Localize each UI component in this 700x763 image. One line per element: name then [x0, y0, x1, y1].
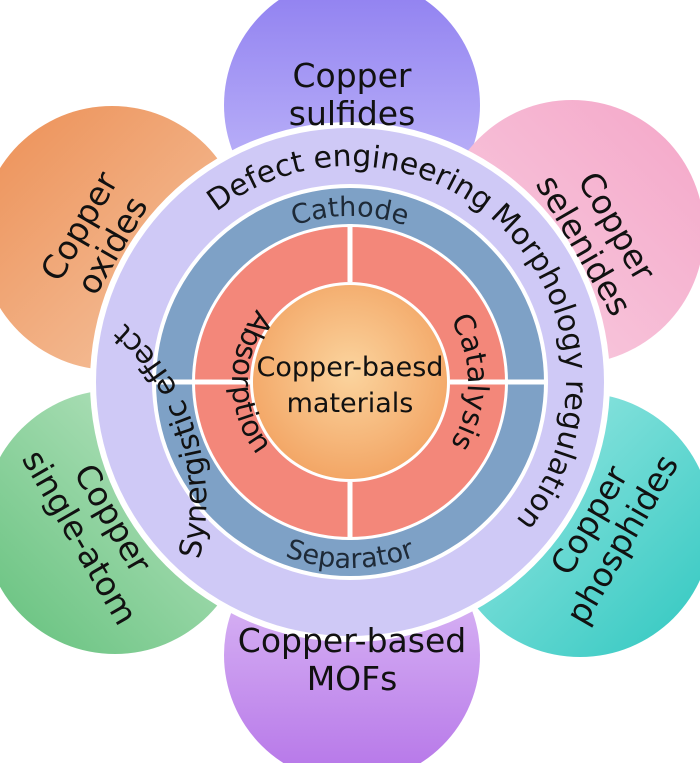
rings-layer — [90, 122, 610, 642]
core-circle — [253, 285, 447, 479]
